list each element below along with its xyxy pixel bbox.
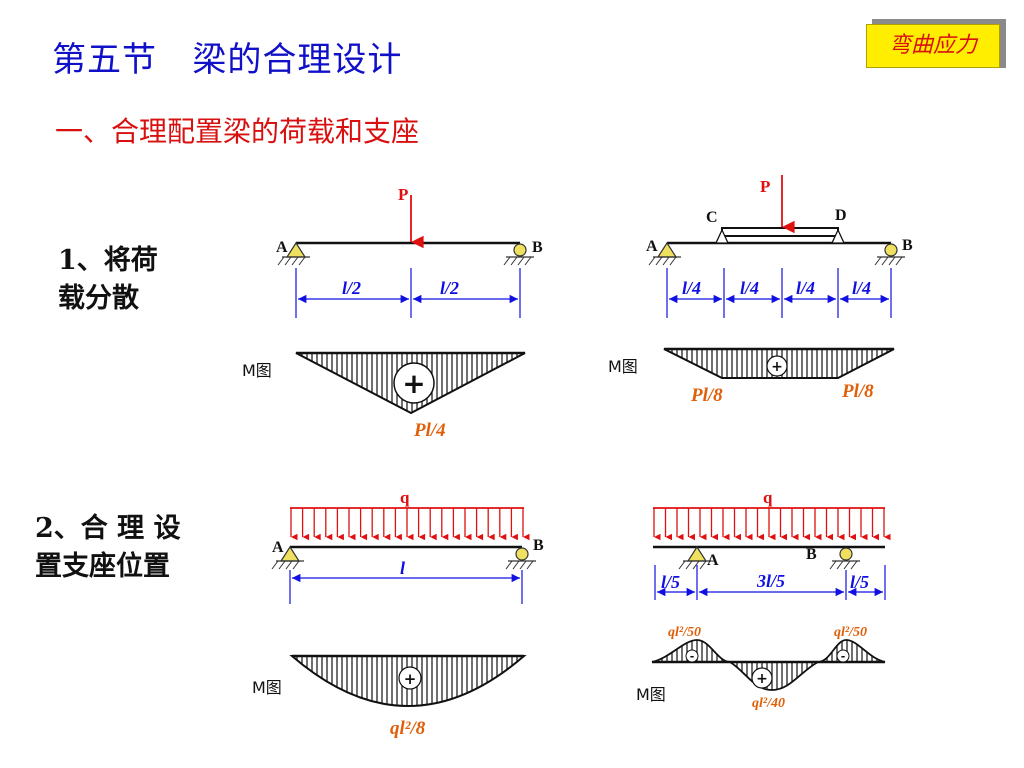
roller-support-icon [505,547,537,570]
span-label: l [400,558,405,578]
moment-value: ql²/50 [668,625,701,640]
sign-circle [751,667,773,689]
moment-value: ql²/40 [752,696,785,711]
sign-label: + [771,359,783,375]
span-label: l/5 [661,572,680,592]
item2-label-line2: 置支座位置 [35,551,170,582]
span-label: l/4 [796,278,815,298]
moment-value: Pl/8 [690,385,723,406]
sign-label: - [841,650,846,663]
span-label: l/4 [852,278,871,298]
distributed-load-arrows-icon [653,508,891,541]
support-a-label: A [707,552,719,569]
span-label: l/2 [440,278,459,298]
span-label: 3l/5 [756,571,785,591]
page-title: 第五节 梁的合理设计 [52,40,403,80]
sign-circle [836,649,850,663]
sign-circle [766,355,788,377]
sign-label: + [404,670,417,688]
m-diagram-label: M图 [608,357,638,376]
span-label: l/4 [740,278,759,298]
support-b-label: B [532,239,543,256]
item1-label: 1、将荷 载分散 [58,242,198,318]
span-label: l/5 [850,572,869,592]
roller-support-icon [829,547,861,570]
secondary-beam [721,227,839,237]
span-label: l/4 [682,278,701,298]
support-b-label: B [902,237,913,254]
sign-circle [398,666,422,690]
diagram-1: P A B l/2 l/2 + M图 Pl/4 [242,185,543,441]
diagram-4: q A B l/5 3l/5 l/5 - - + M图 ql²/50 ql²/5… [636,488,891,711]
span-label: l/2 [342,278,361,298]
load-label: q [763,488,773,507]
load-label: q [400,488,410,507]
sign-label: + [402,367,425,400]
m-diagram-label: M图 [636,685,666,704]
point-c-label: C [706,209,718,226]
pad-d-icon [830,228,846,244]
moment-value: ql²/8 [390,718,426,739]
support-a-label: A [276,239,288,256]
distributed-load-arrows-icon [290,508,530,541]
support-a-label: A [272,539,284,556]
sign-circle [685,649,699,663]
roller-support-icon [503,243,535,266]
item1-label-line2: 载分散 [58,283,139,314]
load-label: P [760,177,770,196]
item2-label-line1: 2、合 理 设 [35,513,181,544]
item1-label-line1: 1、将荷 [58,245,158,276]
section-heading: 一、合理配置梁的荷载和支座 [55,115,420,148]
moment-value: Pl/4 [413,420,446,441]
moment-diagram-mid-pos [726,661,822,691]
m-diagram-label: M图 [252,678,282,697]
sign-label: - [690,650,695,663]
chapter-tag: 弯曲应力 [866,24,1000,68]
pad-c-icon [714,228,730,244]
diagram-3: q A B l + M图 ql²/8 [252,488,544,739]
sign-circle [393,362,435,404]
moment-diagram-right-neg [817,639,886,663]
moment-value: ql²/50 [834,625,867,640]
roller-support-icon [874,243,906,266]
diagram-2: P C D A B l/4 l/4 l/4 l/4 + M图 Pl/8 Pl/8 [608,175,913,406]
support-b-label: B [806,546,817,563]
moment-value: Pl/8 [841,381,874,402]
point-d-label: D [835,207,847,224]
support-b-label: B [533,537,544,554]
item2-label: 2、合 理 设 置支座位置 [35,510,225,586]
support-a-label: A [646,238,658,255]
sign-label: + [756,671,768,687]
load-label: P [398,185,408,204]
m-diagram-label: M图 [242,361,272,380]
